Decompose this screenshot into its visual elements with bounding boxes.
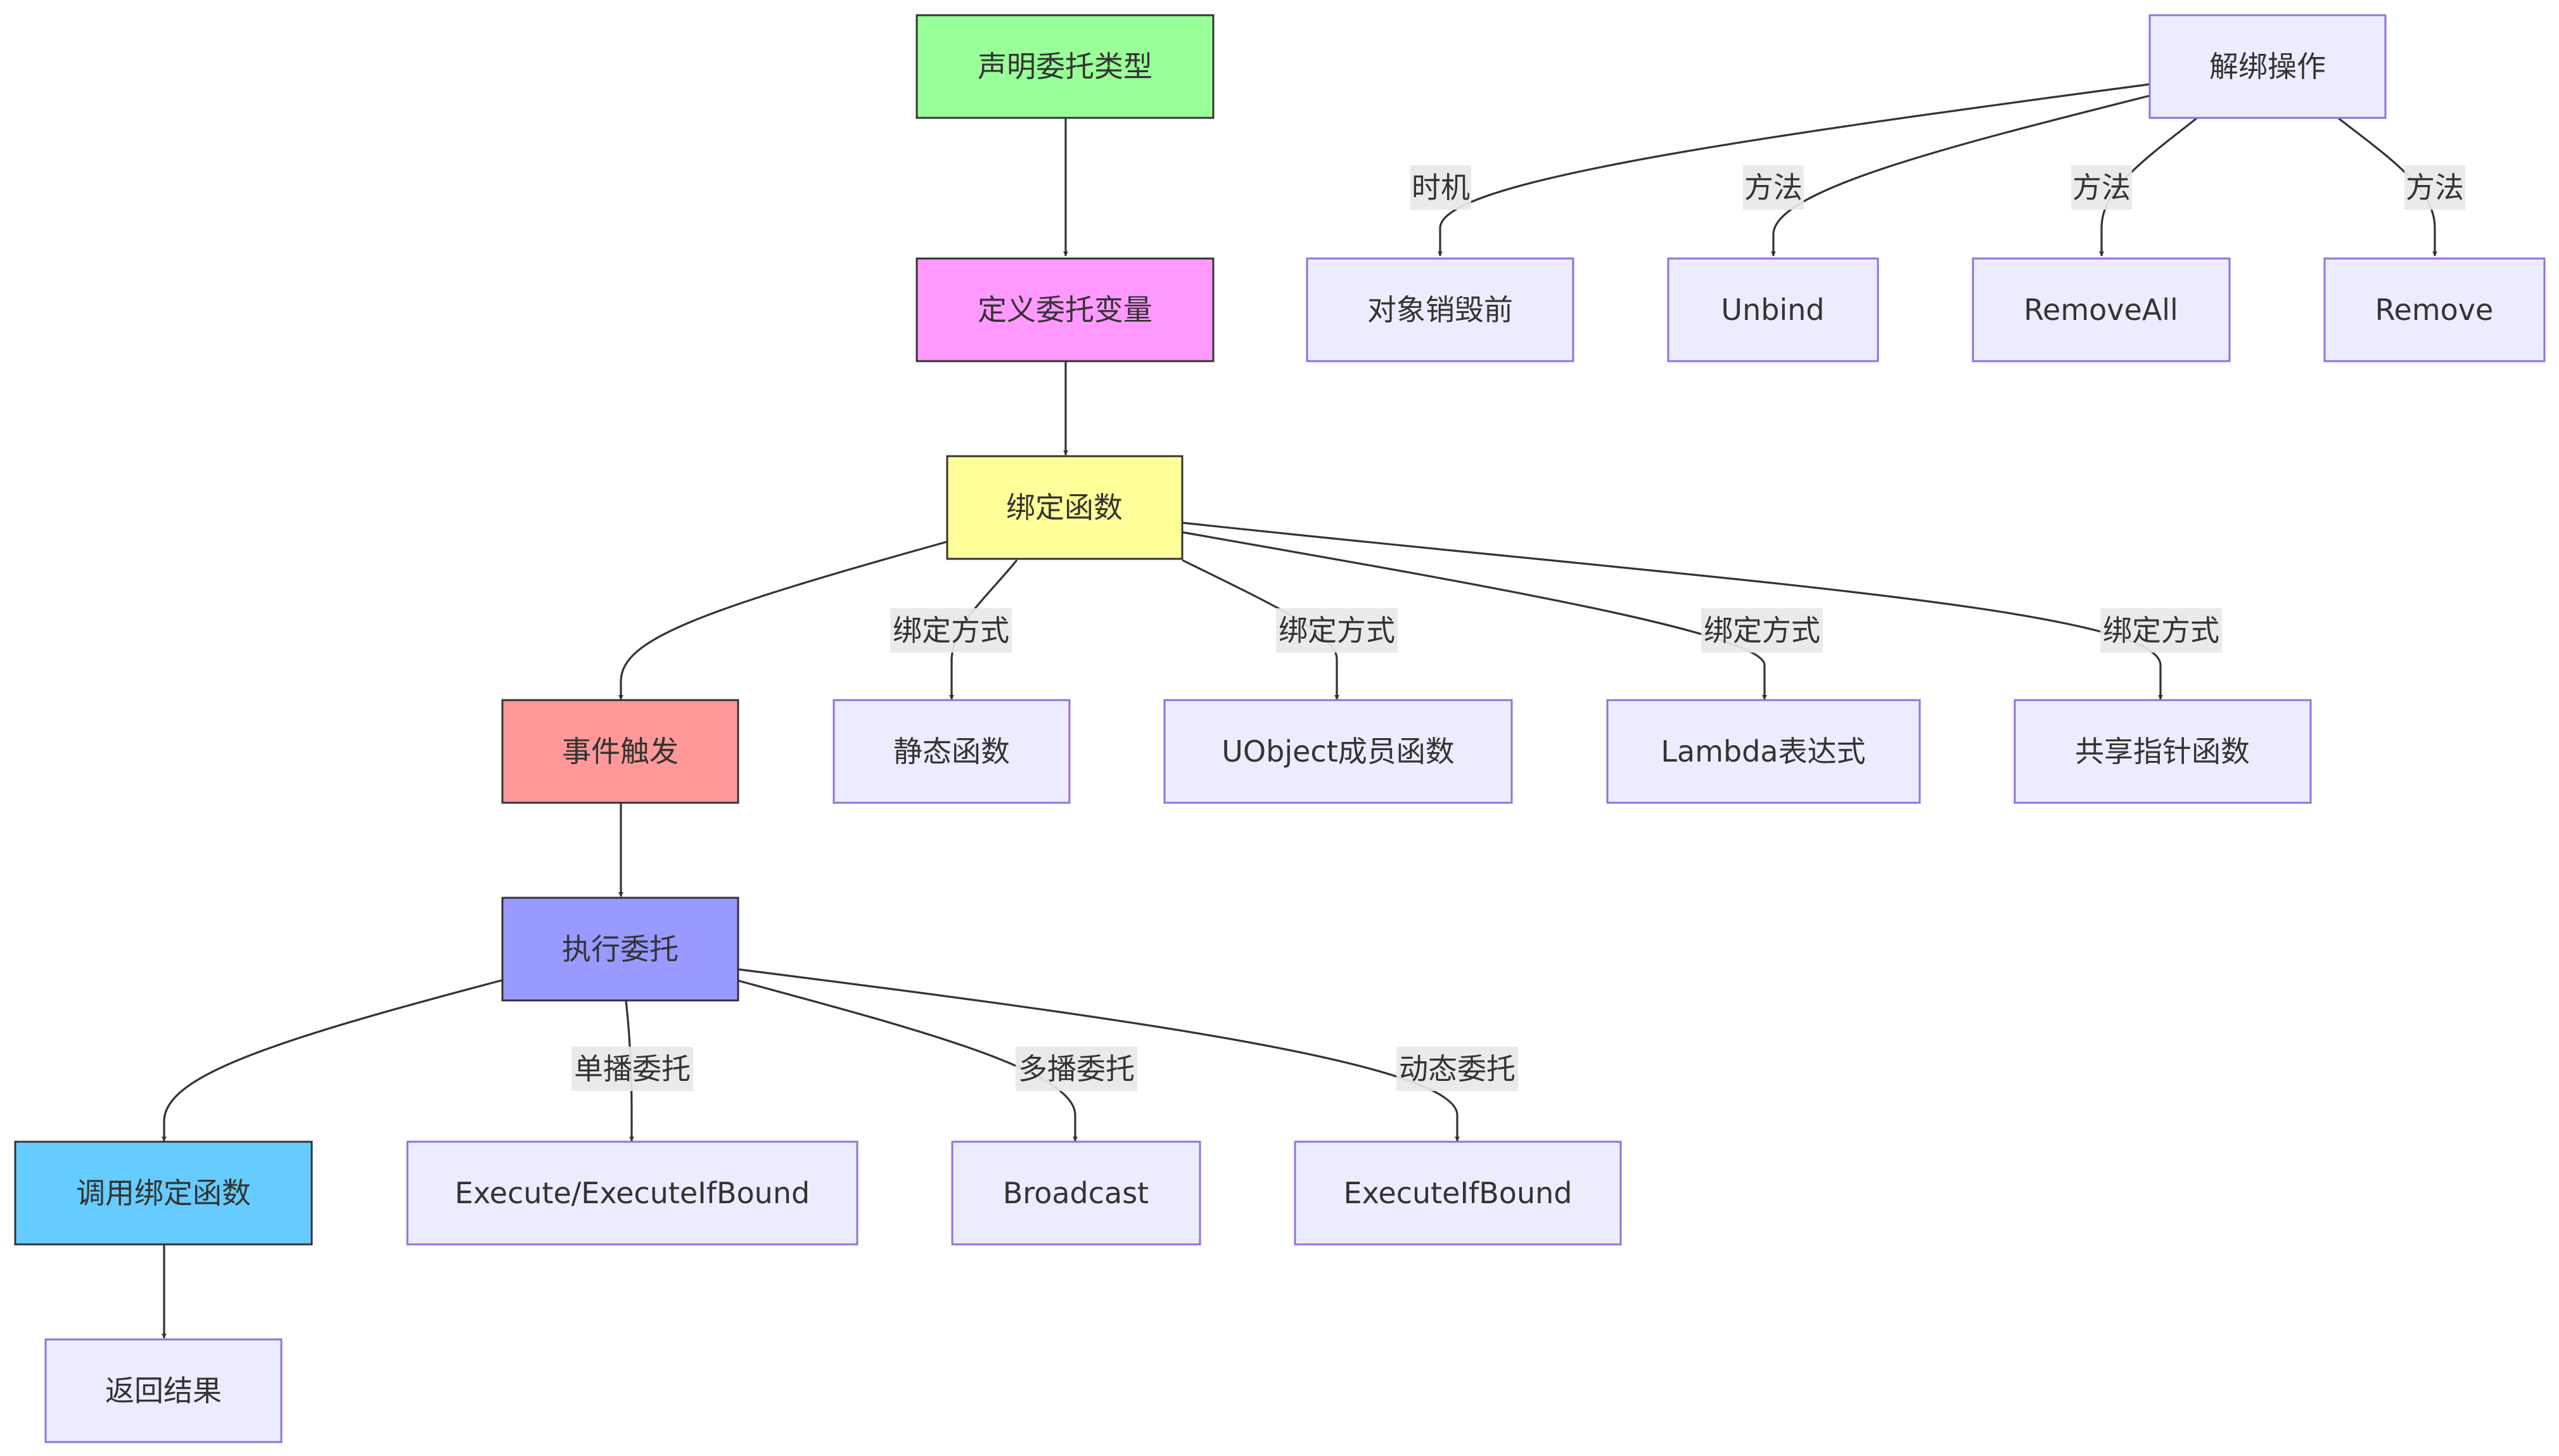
edge-execute-dynamic bbox=[738, 968, 1460, 1142]
edge-unbind-timing bbox=[1438, 83, 2150, 257]
svg-text:多播委托: 多播委托 bbox=[1018, 1052, 1135, 1086]
svg-text:执行委托: 执行委托 bbox=[562, 932, 679, 966]
node-declare-delegate-type[interactable]: 声明委托类型 bbox=[916, 14, 1215, 119]
node-bind-function[interactable]: 绑定函数 bbox=[946, 455, 1184, 560]
node-execute-if-bound[interactable]: ExecuteIfBound bbox=[1294, 1140, 1622, 1246]
node-uobject-member-function[interactable]: UObject成员函数 bbox=[1163, 699, 1513, 804]
svg-text:ExecuteIfBound: ExecuteIfBound bbox=[1344, 1176, 1573, 1210]
svg-text:对象销毁前: 对象销毁前 bbox=[1367, 293, 1513, 327]
node-execute-delegate[interactable]: 执行委托 bbox=[501, 897, 739, 1002]
edge-label-unbind-removeall: 方法 bbox=[2071, 165, 2132, 210]
svg-text:动态委托: 动态委托 bbox=[1399, 1052, 1516, 1086]
svg-text:Execute/ExecuteIfBound: Execute/ExecuteIfBound bbox=[455, 1176, 810, 1210]
svg-text:事件触发: 事件触发 bbox=[562, 734, 679, 769]
svg-text:静态函数: 静态函数 bbox=[893, 734, 1010, 769]
svg-text:调用绑定函数: 调用绑定函数 bbox=[76, 1176, 251, 1210]
svg-text:UObject成员函数: UObject成员函数 bbox=[1222, 734, 1454, 769]
node-broadcast[interactable]: Broadcast bbox=[951, 1140, 1201, 1246]
svg-text:解绑操作: 解绑操作 bbox=[2209, 49, 2326, 84]
edge-label-bind-static: 绑定方式 bbox=[890, 608, 1012, 653]
node-return-result[interactable]: 返回结果 bbox=[44, 1338, 283, 1443]
node-lambda-expression[interactable]: Lambda表达式 bbox=[1606, 699, 1921, 804]
node-call-bound-function[interactable]: 调用绑定函数 bbox=[14, 1140, 313, 1246]
svg-text:绑定方式: 绑定方式 bbox=[2103, 613, 2219, 648]
svg-text:Unbind: Unbind bbox=[1721, 293, 1824, 327]
node-shared-pointer-function[interactable]: 共享指针函数 bbox=[2013, 699, 2312, 804]
svg-text:时机: 时机 bbox=[1412, 170, 1470, 205]
edge-label-bind-lambda: 绑定方式 bbox=[1701, 608, 1823, 653]
edge-bind-event bbox=[618, 540, 948, 700]
edge-label-bind-uobject: 绑定方式 bbox=[1276, 608, 1398, 653]
edges bbox=[162, 83, 2437, 1339]
edge-unbind-unbind bbox=[1771, 94, 2150, 257]
svg-text:绑定函数: 绑定函数 bbox=[1006, 490, 1123, 525]
svg-text:定义委托变量: 定义委托变量 bbox=[978, 293, 1152, 327]
node-static-function[interactable]: 静态函数 bbox=[833, 699, 1071, 804]
edge-execute-multi bbox=[738, 980, 1078, 1142]
svg-text:绑定方式: 绑定方式 bbox=[1704, 613, 1820, 648]
svg-text:声明委托类型: 声明委托类型 bbox=[978, 49, 1152, 84]
edge-execute-call bbox=[162, 979, 503, 1142]
edge-label-unbind-timing: 时机 bbox=[1410, 165, 1471, 210]
edge-label-execute-dynamic: 动态委托 bbox=[1396, 1047, 1518, 1091]
edge-label-unbind-unbind: 方法 bbox=[1743, 165, 1804, 210]
node-remove[interactable]: Remove bbox=[2323, 257, 2546, 362]
node-unbind-operations[interactable]: 解绑操作 bbox=[2148, 14, 2387, 119]
svg-text:返回结果: 返回结果 bbox=[105, 1374, 222, 1408]
edge-label-bind-shared: 绑定方式 bbox=[2100, 608, 2222, 653]
svg-text:Remove: Remove bbox=[2375, 293, 2494, 327]
svg-text:Lambda表达式: Lambda表达式 bbox=[1661, 734, 1865, 769]
node-before-object-destroy[interactable]: 对象销毁前 bbox=[1306, 257, 1574, 362]
node-execute-or-execute-if-bound[interactable]: Execute/ExecuteIfBound bbox=[406, 1140, 858, 1246]
edge-labels: 绑定方式 绑定方式 绑定方式 绑定方式 单播委托 多播委托 动态委托 时机 bbox=[571, 165, 2465, 1091]
node-event-trigger[interactable]: 事件触发 bbox=[501, 699, 739, 804]
node-unbind[interactable]: Unbind bbox=[1667, 257, 1879, 362]
svg-text:共享指针函数: 共享指针函数 bbox=[2075, 734, 2250, 769]
edge-bind-lambda bbox=[1182, 531, 1767, 700]
svg-text:单播委托: 单播委托 bbox=[574, 1052, 691, 1086]
svg-text:RemoveAll: RemoveAll bbox=[2024, 293, 2178, 327]
node-define-delegate-variable[interactable]: 定义委托变量 bbox=[916, 257, 1215, 362]
edge-label-unbind-remove: 方法 bbox=[2404, 165, 2465, 210]
edge-label-execute-multi: 多播委托 bbox=[1016, 1047, 1137, 1091]
svg-text:Broadcast: Broadcast bbox=[1003, 1176, 1149, 1210]
svg-text:方法: 方法 bbox=[1744, 170, 1803, 205]
edge-label-execute-single: 单播委托 bbox=[571, 1047, 693, 1091]
node-remove-all[interactable]: RemoveAll bbox=[1972, 257, 2231, 362]
svg-text:绑定方式: 绑定方式 bbox=[1279, 613, 1395, 648]
svg-text:方法: 方法 bbox=[2072, 170, 2131, 205]
nodes: 声明委托类型 定义委托变量 绑定函数 事件触发 执行委托 调用绑定函数 返回结果 bbox=[14, 14, 2546, 1443]
svg-text:绑定方式: 绑定方式 bbox=[893, 613, 1009, 648]
svg-text:方法: 方法 bbox=[2406, 170, 2464, 205]
